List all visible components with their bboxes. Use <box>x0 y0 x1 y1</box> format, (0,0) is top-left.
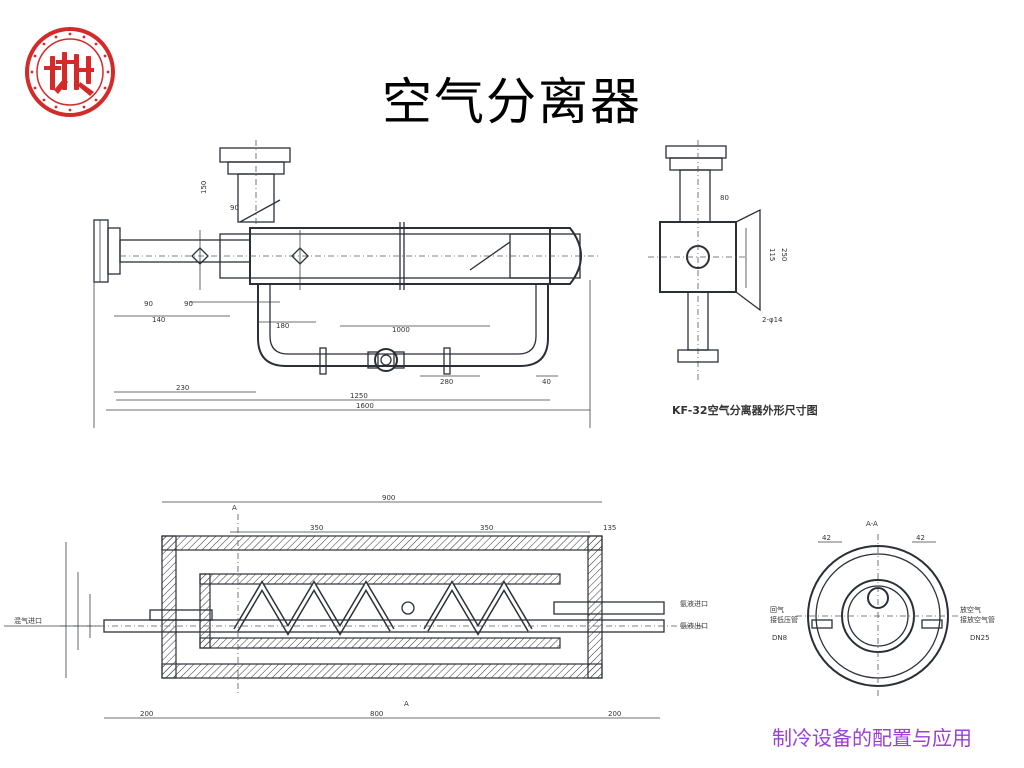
dim-1600: 1600 <box>356 402 374 410</box>
callout-left-2: 接低压管 <box>770 615 798 624</box>
side-view: 115 250 80 2-φ14 <box>648 140 788 380</box>
label-inlet-left: 混气进口 <box>14 616 42 625</box>
dim-230: 230 <box>176 384 189 392</box>
dim-135: 135 <box>603 524 616 532</box>
label-outlet-top-right: 氨液进口 <box>680 599 708 608</box>
main-shell <box>120 222 600 290</box>
dim-140: 140 <box>152 316 165 324</box>
top-dimensions: 90 90 140 180 1000 230 1250 1600 280 40 … <box>93 181 591 428</box>
section-mark-a-bottom: A <box>404 700 409 708</box>
dim-40: 40 <box>542 378 551 386</box>
dim-350: 350 <box>480 524 493 532</box>
dim-800: 800 <box>370 710 383 718</box>
dim-200: 200 <box>608 710 621 718</box>
red-seal-logo-icon <box>25 27 115 117</box>
return-pipe <box>257 284 549 375</box>
callout-right-2: 接放空气管 <box>960 615 995 624</box>
bottom-technical-drawing: A A 900 350 350 135 200 800 200 混气进口 氨液进… <box>4 494 995 719</box>
left-flange <box>93 219 121 283</box>
dim-115: 115 <box>768 248 776 261</box>
label-outlet-bottom-right: 氨液出口 <box>680 621 708 630</box>
top-fitting <box>219 140 291 228</box>
dim-dn25: DN25 <box>970 634 990 642</box>
dim-dn8: DN8 <box>772 634 787 642</box>
dim-90: 90 <box>184 300 193 308</box>
dim-350: 350 <box>310 524 323 532</box>
dim-42: 42 <box>822 534 831 542</box>
dim-90: 90 <box>230 204 239 212</box>
page-title: 空气分离器 <box>382 73 642 131</box>
dim-180: 180 <box>276 322 289 330</box>
callout-right-1: 放空气 <box>960 605 981 614</box>
dim-2-phi-14: 2-φ14 <box>762 316 783 324</box>
dim-1250: 1250 <box>350 392 368 400</box>
outer-shell <box>60 535 704 679</box>
top-technical-drawing: 90 90 140 180 1000 230 1250 1600 280 40 … <box>93 140 818 428</box>
section-mark-a-top: A <box>232 504 237 512</box>
dim-250: 250 <box>780 248 788 261</box>
drawing-caption: KF-32空气分离器外形尺寸图 <box>672 403 818 417</box>
dim-280: 280 <box>440 378 453 386</box>
bottom-dimensions: 900 350 350 135 200 800 200 <box>65 494 660 719</box>
callout-left-1: 回气 <box>770 605 784 614</box>
dim-200: 200 <box>140 710 153 718</box>
section-title-aa: A-A <box>866 520 878 528</box>
dim-90: 90 <box>144 300 153 308</box>
inlet-pipe <box>119 239 251 263</box>
dim-900: 900 <box>382 494 395 502</box>
dim-80: 80 <box>720 194 729 202</box>
dim-42: 42 <box>916 534 925 542</box>
dim-150: 150 <box>200 181 208 194</box>
section-aa-view: A-A 42 42 回气 接低压管 DN8 放空气 接放空气管 DN25 <box>770 520 995 696</box>
dim-1000: 1000 <box>392 326 410 334</box>
footer-course-title: 制冷设备的配置与应用 <box>772 726 972 750</box>
